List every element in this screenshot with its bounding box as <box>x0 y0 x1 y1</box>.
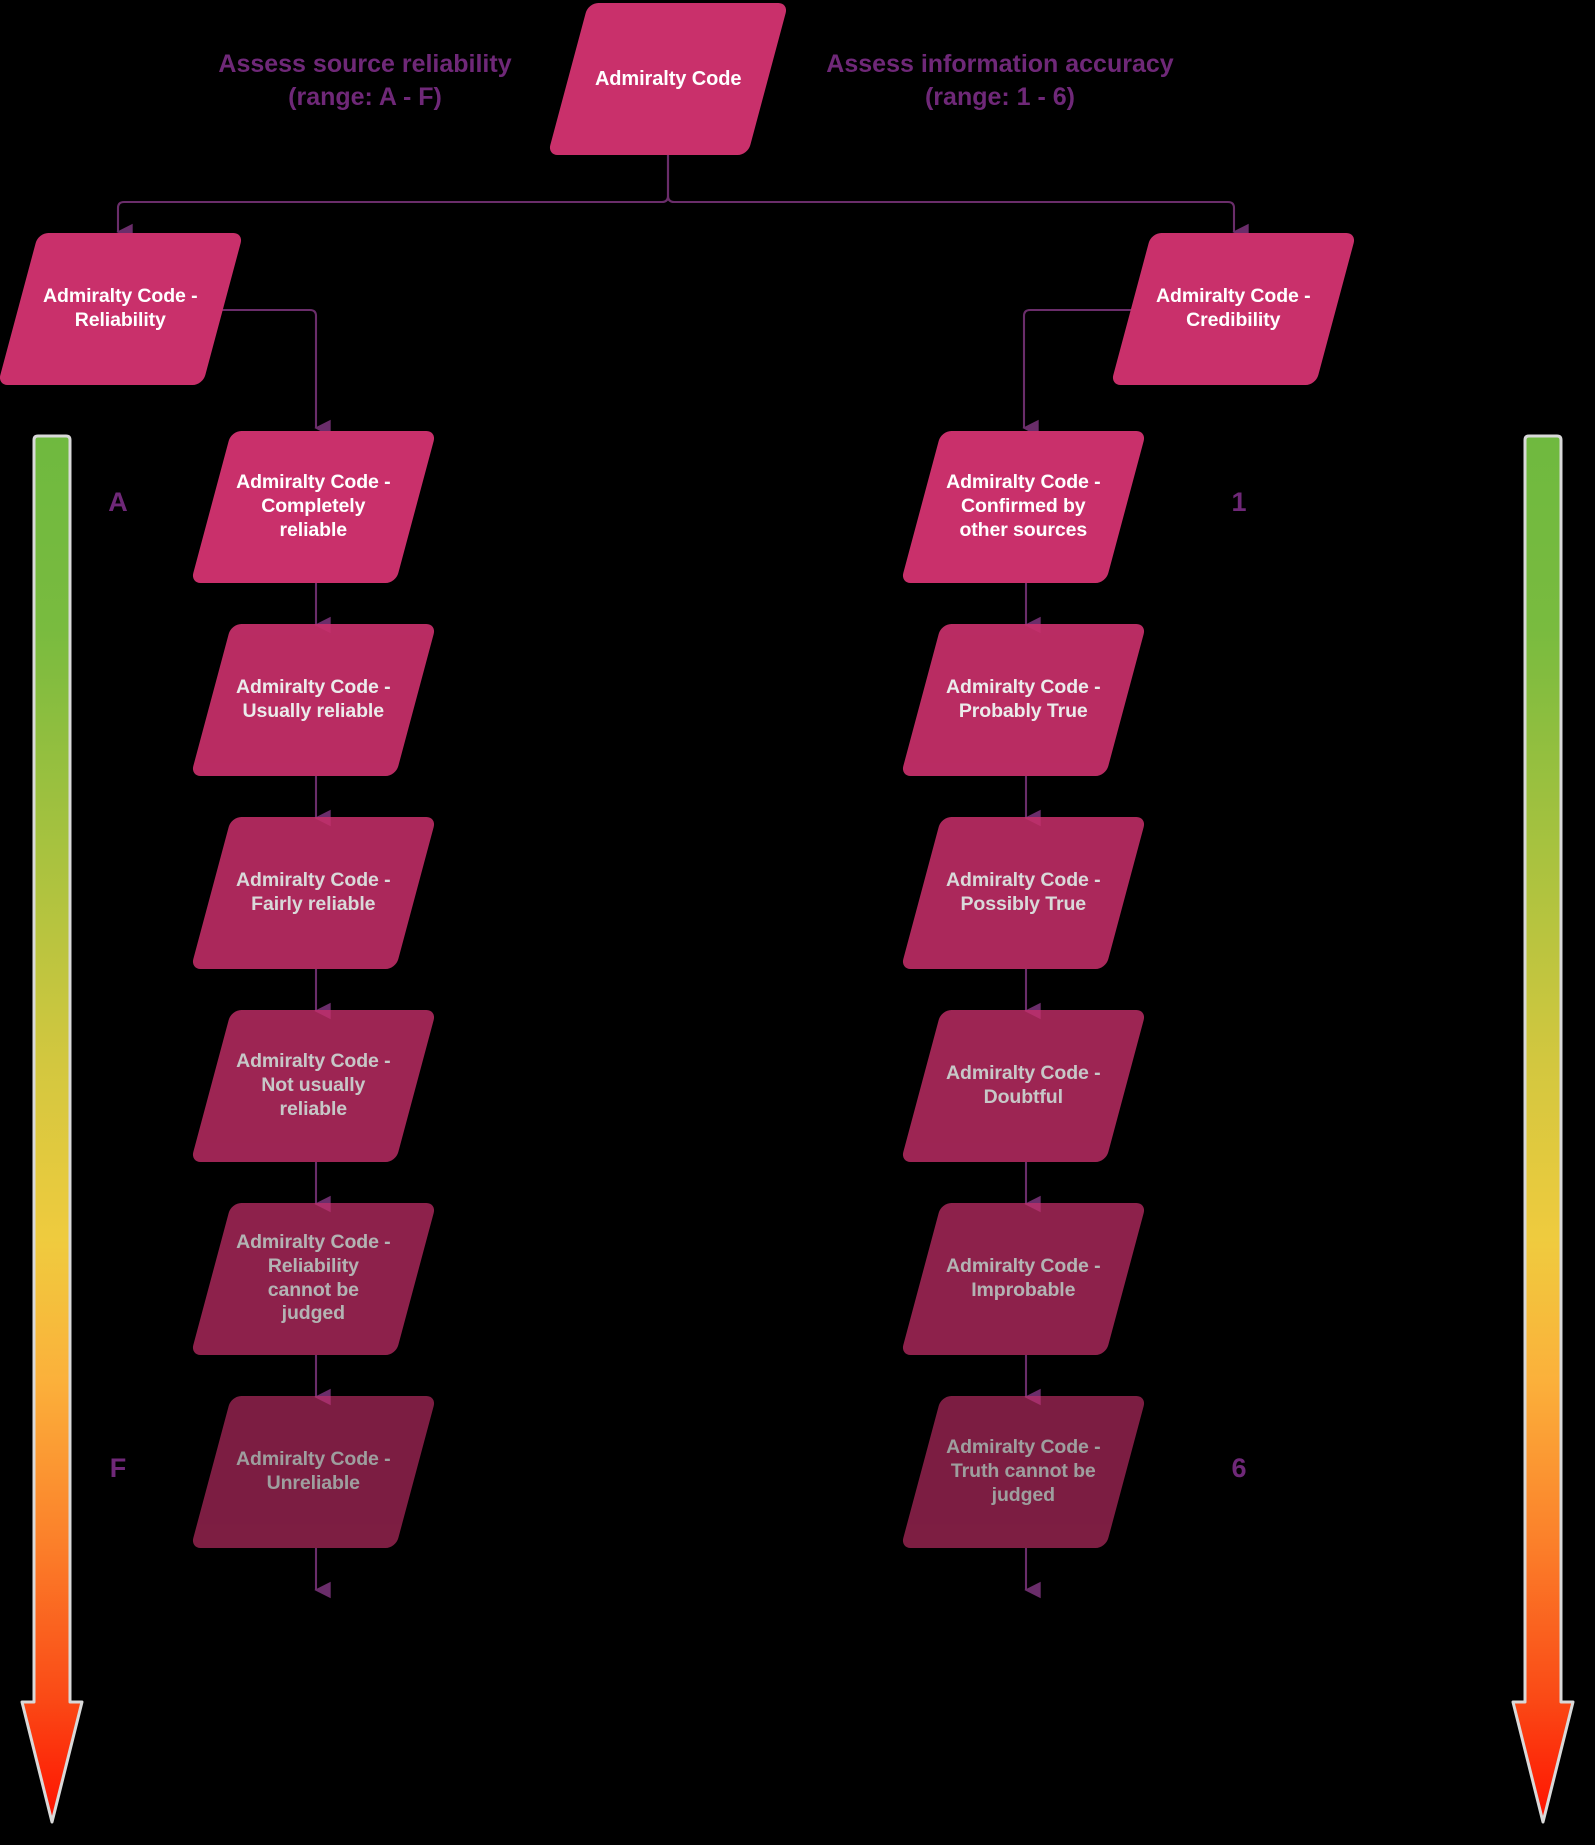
node-label: Admiralty Code <box>594 67 742 90</box>
scale-mark-F: F <box>109 1453 127 1483</box>
node-right-3[interactable]: Admiralty Code - Doubtful <box>900 1010 1147 1162</box>
scale-mark-1: 1 <box>1231 487 1247 517</box>
node-admiralty-code-root[interactable]: Admiralty Code <box>547 3 789 155</box>
node-left-3[interactable]: Admiralty Code - Not usually reliable <box>190 1010 437 1162</box>
node-label: Admiralty Code - Usually reliable <box>236 676 391 722</box>
node-label: Admiralty Code - Completely reliable <box>236 471 391 541</box>
credibility-gradient-arrow <box>1511 434 1575 1824</box>
edge-reliability-to-item0 <box>205 308 331 437</box>
node-left-4[interactable]: Admiralty Code - Reliability cannot be j… <box>190 1203 437 1355</box>
node-label: Admiralty Code - Unreliable <box>236 1448 391 1494</box>
node-left-1[interactable]: Admiralty Code - Usually reliable <box>190 624 437 776</box>
scale-mark-6: 6 <box>1231 1453 1247 1483</box>
node-left-0[interactable]: Admiralty Code - Completely reliable <box>190 431 437 583</box>
node-admiralty-code-credibility[interactable]: Admiralty Code - Credibility <box>1110 233 1357 385</box>
node-left-2[interactable]: Admiralty Code - Fairly reliable <box>190 817 437 969</box>
node-label: Admiralty Code - Probably True <box>946 676 1101 722</box>
node-label: Admiralty Code - Not usually reliable <box>236 1050 391 1120</box>
reliability-gradient-arrow <box>20 434 84 1824</box>
node-right-1[interactable]: Admiralty Code - Probably True <box>900 624 1147 776</box>
node-label: Admiralty Code - Possibly True <box>946 869 1101 915</box>
headline-left: Assess source reliability (range: A - F) <box>218 50 512 111</box>
headline-right: Assess information accuracy (range: 1 - … <box>826 50 1174 111</box>
node-label: Admiralty Code - Reliability <box>43 285 198 331</box>
edge-root-to-reliability <box>116 155 670 241</box>
node-label: Admiralty Code - Truth cannot be judged <box>946 1436 1101 1506</box>
node-left-5[interactable]: Admiralty Code - Unreliable <box>190 1396 437 1548</box>
node-label: Admiralty Code - Doubtful <box>946 1062 1101 1108</box>
node-right-0[interactable]: Admiralty Code - Confirmed by other sour… <box>900 431 1147 583</box>
edge-root-to-credibility <box>666 155 1249 241</box>
node-right-2[interactable]: Admiralty Code - Possibly True <box>900 817 1147 969</box>
credibility-arrow-shape <box>1511 434 1575 1824</box>
scale-mark-A: A <box>108 487 128 517</box>
node-right-5[interactable]: Admiralty Code - Truth cannot be judged <box>900 1396 1147 1548</box>
node-right-4[interactable]: Admiralty Code - Improbable <box>900 1203 1147 1355</box>
node-label: Admiralty Code - Reliability cannot be j… <box>236 1231 391 1325</box>
node-label: Admiralty Code - Fairly reliable <box>236 869 391 915</box>
reliability-arrow-shape <box>20 434 84 1824</box>
node-admiralty-code-reliability[interactable]: Admiralty Code - Reliability <box>0 233 244 385</box>
node-label: Admiralty Code - Credibility <box>1156 285 1311 331</box>
node-label: Admiralty Code - Improbable <box>946 1255 1101 1301</box>
node-label: Admiralty Code - Confirmed by other sour… <box>946 471 1101 541</box>
